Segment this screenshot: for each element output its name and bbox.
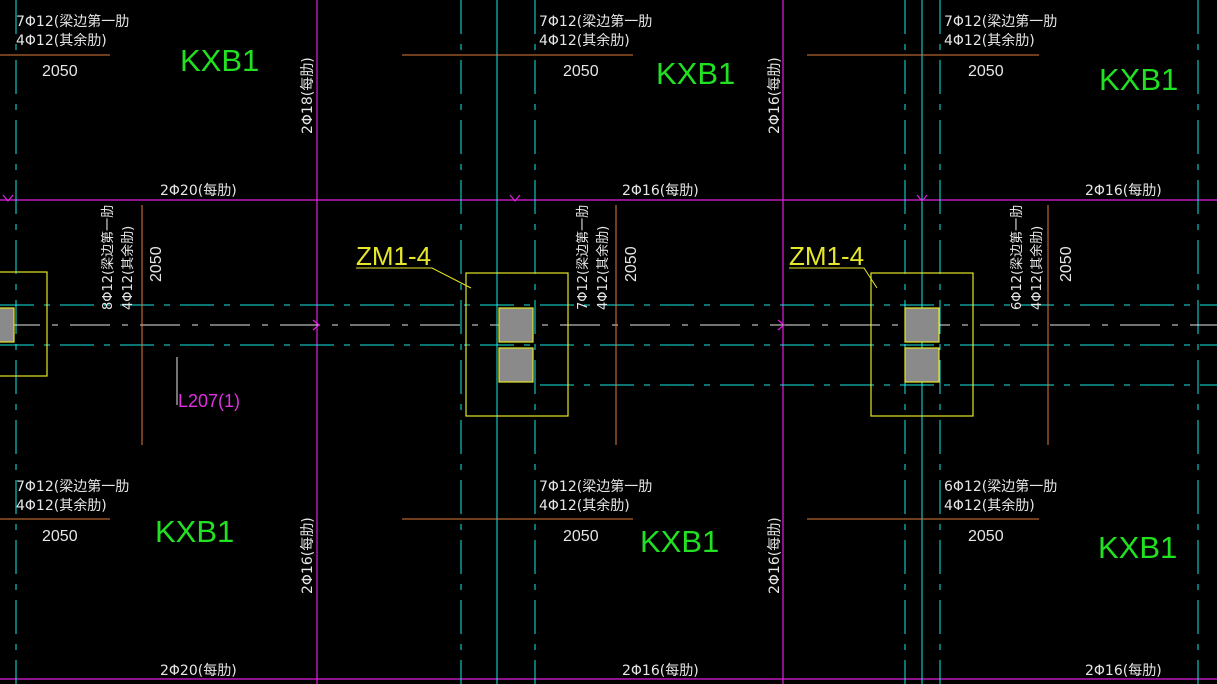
column-zm-mid[interactable]: [465, 272, 569, 417]
rebar-note-vertical-line2: 4Φ12(其余肋): [1029, 226, 1045, 310]
rebar-note-line2: 4Φ12(其余肋): [944, 32, 1035, 49]
dim-text: 2050: [42, 63, 78, 80]
column-tag[interactable]: ZM1-4: [789, 241, 864, 271]
rib-label: 2Φ16(每肋): [1085, 663, 1162, 679]
rib-labels-horizontal: 2Φ20(每肋) 2Φ16(每肋) 2Φ16(每肋) 2Φ20(每肋) 2Φ16…: [160, 183, 1162, 679]
rebar-note-line1: 6Φ12(梁边第一肋: [944, 478, 1057, 495]
arrow-tick-icon: [916, 194, 928, 202]
column-tag[interactable]: ZM1-4: [356, 241, 431, 271]
rebar-note-vertical-line2: 4Φ12(其余肋): [595, 226, 611, 310]
slab-label[interactable]: KXB1: [1099, 62, 1178, 97]
arrow-tick-icon: [2, 194, 14, 202]
rebar-note-line2: 4Φ12(其余肋): [16, 32, 107, 49]
beam-tags: L207(1): [178, 391, 240, 411]
column-outline-right: [870, 272, 974, 417]
rebar-note-line2: 4Φ12(其余肋): [539, 32, 630, 49]
dim-text: 2050: [563, 63, 599, 80]
rebar-note-vertical-line2: 4Φ12(其余肋): [120, 226, 136, 310]
rib-label: 2Φ16(每肋): [1085, 183, 1162, 199]
slab-labels: KXB1 KXB1 KXB1 KXB1 KXB1 KXB1: [155, 43, 1178, 565]
section-markers: [2, 194, 928, 331]
slab-label[interactable]: KXB1: [656, 56, 735, 91]
rebar-note-vertical-line1: 7Φ12(梁边第一肋: [576, 205, 591, 310]
rebar-note-line1: 7Φ12(梁边第一肋: [16, 13, 129, 30]
column-zm-left[interactable]: [0, 271, 48, 377]
rib-label: 2Φ20(每肋): [160, 183, 237, 199]
rebar-note-vertical-line1: 8Φ12(梁边第一肋: [101, 205, 116, 310]
rebar-note-vertical-line1: 6Φ12(梁边第一肋: [1010, 205, 1025, 310]
column-zm-right[interactable]: [870, 272, 974, 417]
dim-text-vertical: 2050: [148, 246, 165, 282]
dim-text-vertical: 2050: [1058, 246, 1075, 282]
dimension-lines: [0, 54, 1049, 520]
column-leaders: [356, 267, 878, 289]
column-core-mid-1: [498, 307, 534, 343]
leader-mid: [356, 267, 472, 289]
rebar-note-line1: 7Φ12(梁边第一肋: [16, 478, 129, 495]
rib-label: 2Φ20(每肋): [160, 663, 237, 679]
rebar-notes-vertical: 8Φ12(梁边第一肋 4Φ12(其余肋) 7Φ12(梁边第一肋 4Φ12(其余肋…: [101, 205, 1045, 310]
arrow-tick-icon: [777, 319, 785, 331]
column-tags: ZM1-4 ZM1-4: [356, 241, 864, 271]
rebar-note-line2: 4Φ12(其余肋): [16, 497, 107, 514]
rib-label: 2Φ16(每肋): [622, 183, 699, 199]
leader-right: [789, 267, 878, 289]
rebar-note-line1: 7Φ12(梁边第一肋: [539, 13, 652, 30]
rebar-note-line2: 4Φ12(其余肋): [539, 497, 630, 514]
rib-label: 2Φ16(每肋): [622, 663, 699, 679]
dim-text-vertical: 2050: [623, 246, 640, 282]
beam-tag[interactable]: L207(1): [178, 391, 240, 411]
column-outline-left: [0, 271, 48, 377]
rib-label-vertical: 2Φ16(每肋): [767, 57, 783, 134]
rebar-note-line1: 7Φ12(梁边第一肋: [539, 478, 652, 495]
rebar-notes-top: 7Φ12(梁边第一肋 4Φ12(其余肋) 7Φ12(梁边第一肋 4Φ12(其余肋…: [16, 13, 1057, 49]
dim-text: 2050: [968, 63, 1004, 80]
rebar-notes-bottom: 7Φ12(梁边第一肋 4Φ12(其余肋) 7Φ12(梁边第一肋 4Φ12(其余肋…: [16, 478, 1057, 514]
slab-label[interactable]: KXB1: [640, 524, 719, 559]
slab-label[interactable]: KXB1: [180, 43, 259, 78]
slab-label[interactable]: KXB1: [1098, 530, 1177, 565]
rib-label-vertical: 2Φ18(每肋): [300, 57, 316, 134]
arrow-tick-icon: [509, 194, 521, 202]
dim-text: 2050: [968, 528, 1004, 545]
arrow-tick-icon: [312, 319, 320, 331]
rib-label-vertical: 2Φ16(每肋): [300, 517, 316, 594]
rib-labels-vertical: 2Φ18(每肋) 2Φ16(每肋) 2Φ16(每肋) 2Φ16(每肋): [300, 57, 783, 594]
dim-text: 2050: [42, 528, 78, 545]
slab-label[interactable]: KXB1: [155, 514, 234, 549]
rebar-note-line2: 4Φ12(其余肋): [944, 497, 1035, 514]
rebar-note-line1: 7Φ12(梁边第一肋: [944, 13, 1057, 30]
column-core-left: [0, 307, 15, 343]
column-core-right-2: [904, 347, 940, 383]
dimension-texts: 2050 2050 2050 2050 2050 2050 2050 2050 …: [42, 63, 1075, 545]
rib-label-vertical: 2Φ16(每肋): [767, 517, 783, 594]
column-core-right-1: [904, 307, 940, 343]
dim-text: 2050: [563, 528, 599, 545]
column-outline-mid: [465, 272, 569, 417]
column-core-mid-2: [498, 347, 534, 383]
